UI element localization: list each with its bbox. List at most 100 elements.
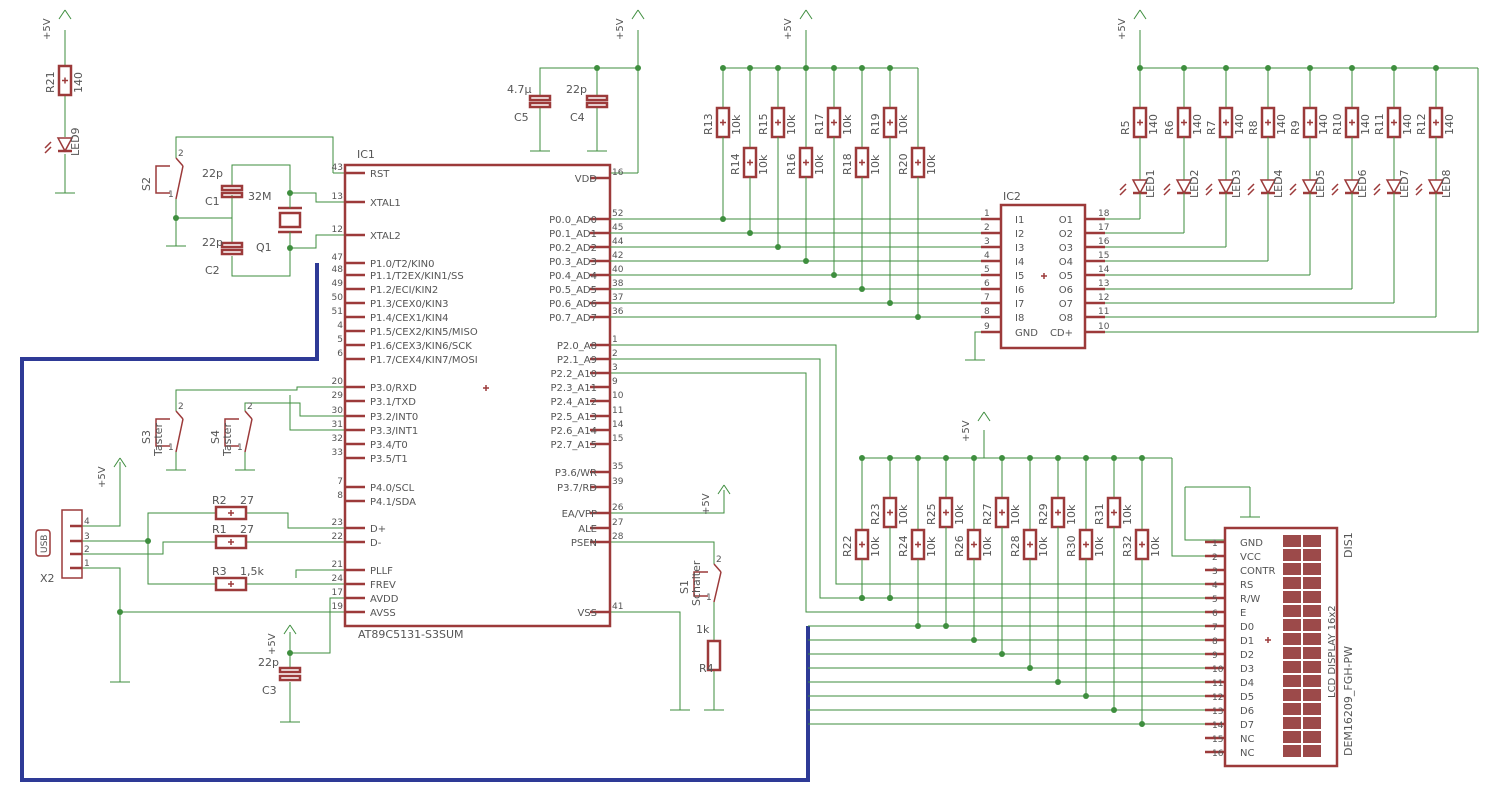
lcd-segment: [1303, 717, 1321, 729]
ic1-pin-number: 38: [612, 279, 624, 289]
lcd-segment: [1283, 689, 1301, 701]
resistor-value: 140: [1443, 114, 1456, 135]
supply-arrow: [799, 9, 807, 20]
display-pin-number: 8: [1212, 637, 1218, 647]
ic1-pin-name: P0.7_AD7: [549, 313, 597, 324]
display-pin-name: D4: [1240, 678, 1254, 689]
ic1-pin-name: P0.5_AD5: [549, 285, 597, 296]
ic1-pin-number: 15: [612, 434, 623, 444]
light-arrow: [1415, 183, 1423, 191]
supply-arrow: [805, 9, 813, 20]
lcd-segment: [1283, 605, 1301, 617]
ic2-pin-number: 18: [1098, 209, 1110, 219]
lcd-segment: [1283, 591, 1301, 603]
lcd-segment: [1303, 661, 1321, 673]
ic1-pin-name: P3.4/T0: [370, 440, 408, 451]
display-pin-name: D2: [1240, 650, 1254, 661]
lcd-segment: [1283, 549, 1301, 561]
ic2-pin-number: 14: [1098, 265, 1110, 275]
resistor-value: 140: [1147, 114, 1160, 135]
supply-label: +5V: [783, 18, 794, 40]
supply-arrow: [64, 9, 72, 20]
switch-name: S2: [140, 177, 153, 191]
ic1-value: AT89C5131-S3SUM: [358, 628, 464, 641]
lcd-segment: [1283, 647, 1301, 659]
resistor-value: 10k: [1149, 536, 1162, 557]
junction-dot: [145, 538, 151, 544]
display-body: [1223, 526, 1339, 768]
ic1-pin-number: 26: [612, 503, 624, 513]
led-symbol: [1385, 179, 1403, 195]
junction-dot: [287, 190, 293, 196]
ic1-pin-number: 51: [332, 307, 343, 317]
lcd-segment: [1283, 717, 1301, 729]
ic1-pin-name: XTAL1: [370, 198, 401, 209]
display-pin-number: 10: [1212, 665, 1224, 675]
ic1-body: [343, 163, 612, 628]
ic1-pin-number: 28: [612, 532, 624, 542]
ic2-pin-number: 1: [984, 209, 990, 219]
ic1-pin-name: P1.5/CEX2/KIN5/MISO: [370, 327, 478, 338]
supply-arrow: [119, 457, 127, 468]
ic2-pin-number: 4: [984, 251, 990, 261]
ic1-pin-number: 30: [332, 406, 344, 416]
lcd-segment: [1303, 731, 1321, 743]
pin-number: 1: [237, 443, 243, 453]
ic2-pin-number: 13: [1098, 279, 1109, 289]
ic1-pin-name: P3.1/TXD: [370, 397, 416, 408]
light-arrow: [1163, 183, 1171, 191]
capacitor-plate: [585, 101, 609, 109]
switch-contact: [713, 563, 722, 573]
ic2-pin-number: 12: [1098, 293, 1109, 303]
led-name: LED8: [1440, 169, 1453, 198]
ic1-pin-number: 47: [332, 253, 343, 263]
junction-dot: [747, 65, 753, 71]
ic1-pin-number: 17: [332, 588, 343, 598]
supply-arrow: [113, 457, 121, 468]
resistor-name: R1: [212, 523, 227, 536]
crystal-name: Q1: [256, 241, 272, 254]
display-pin-number: 4: [1212, 581, 1218, 591]
supply-label: +5V: [97, 466, 108, 488]
capacitor-plate: [278, 674, 302, 682]
lcd-segment: [1283, 731, 1301, 743]
ic1-pin-name: VSS: [577, 608, 597, 619]
display-pin-name: D1: [1240, 636, 1254, 647]
capacitor-plate: [528, 101, 552, 109]
resistor-name: R13: [702, 113, 715, 135]
ic1-pin-name: FREV: [370, 580, 396, 591]
resistor-value: 10k: [953, 504, 966, 525]
ic1-pin-number: 16: [612, 168, 624, 178]
usb-pin-number: 2: [84, 545, 90, 555]
ic1-pin-number: 5: [337, 335, 343, 345]
pin-number: 2: [178, 402, 184, 412]
cap-name: C4: [570, 111, 585, 124]
ic1-pin-number: 49: [332, 279, 344, 289]
supply-label: +5V: [961, 420, 972, 442]
ic1-pin-name: P2.0_A8: [557, 341, 597, 352]
ic1-pin-number: 29: [332, 391, 344, 401]
ic1-pin-number: 24: [332, 574, 344, 584]
resistor-value: 10k: [1121, 504, 1134, 525]
display-pin-name: D5: [1240, 692, 1254, 703]
switch-actuator: [155, 418, 170, 447]
display-pin-number: 16: [1212, 749, 1224, 759]
resistor-name: R16: [785, 153, 798, 175]
display-pin-number: 14: [1212, 721, 1224, 731]
ic2-body: [999, 203, 1087, 350]
resistor-name: R21: [44, 71, 57, 93]
ic1-pin-name: P1.4/CEX1/KIN4: [370, 313, 449, 324]
display-pin-number: 15: [1212, 735, 1223, 745]
light-arrow: [1331, 188, 1339, 196]
resistor-value: 10k: [925, 154, 938, 175]
switch-blade: [175, 418, 184, 453]
ic2-pin-name: I7: [1015, 299, 1024, 310]
resistor-name: R15: [757, 113, 770, 135]
ic2-pin-number: 15: [1098, 251, 1109, 261]
ic1-pin-name: EA/VPP: [562, 509, 597, 520]
supply-arrow: [1139, 9, 1147, 20]
led-symbol: [56, 137, 74, 153]
lcd-segment: [1303, 619, 1321, 631]
ic1-pin-name: P2.6_A14: [551, 426, 598, 437]
